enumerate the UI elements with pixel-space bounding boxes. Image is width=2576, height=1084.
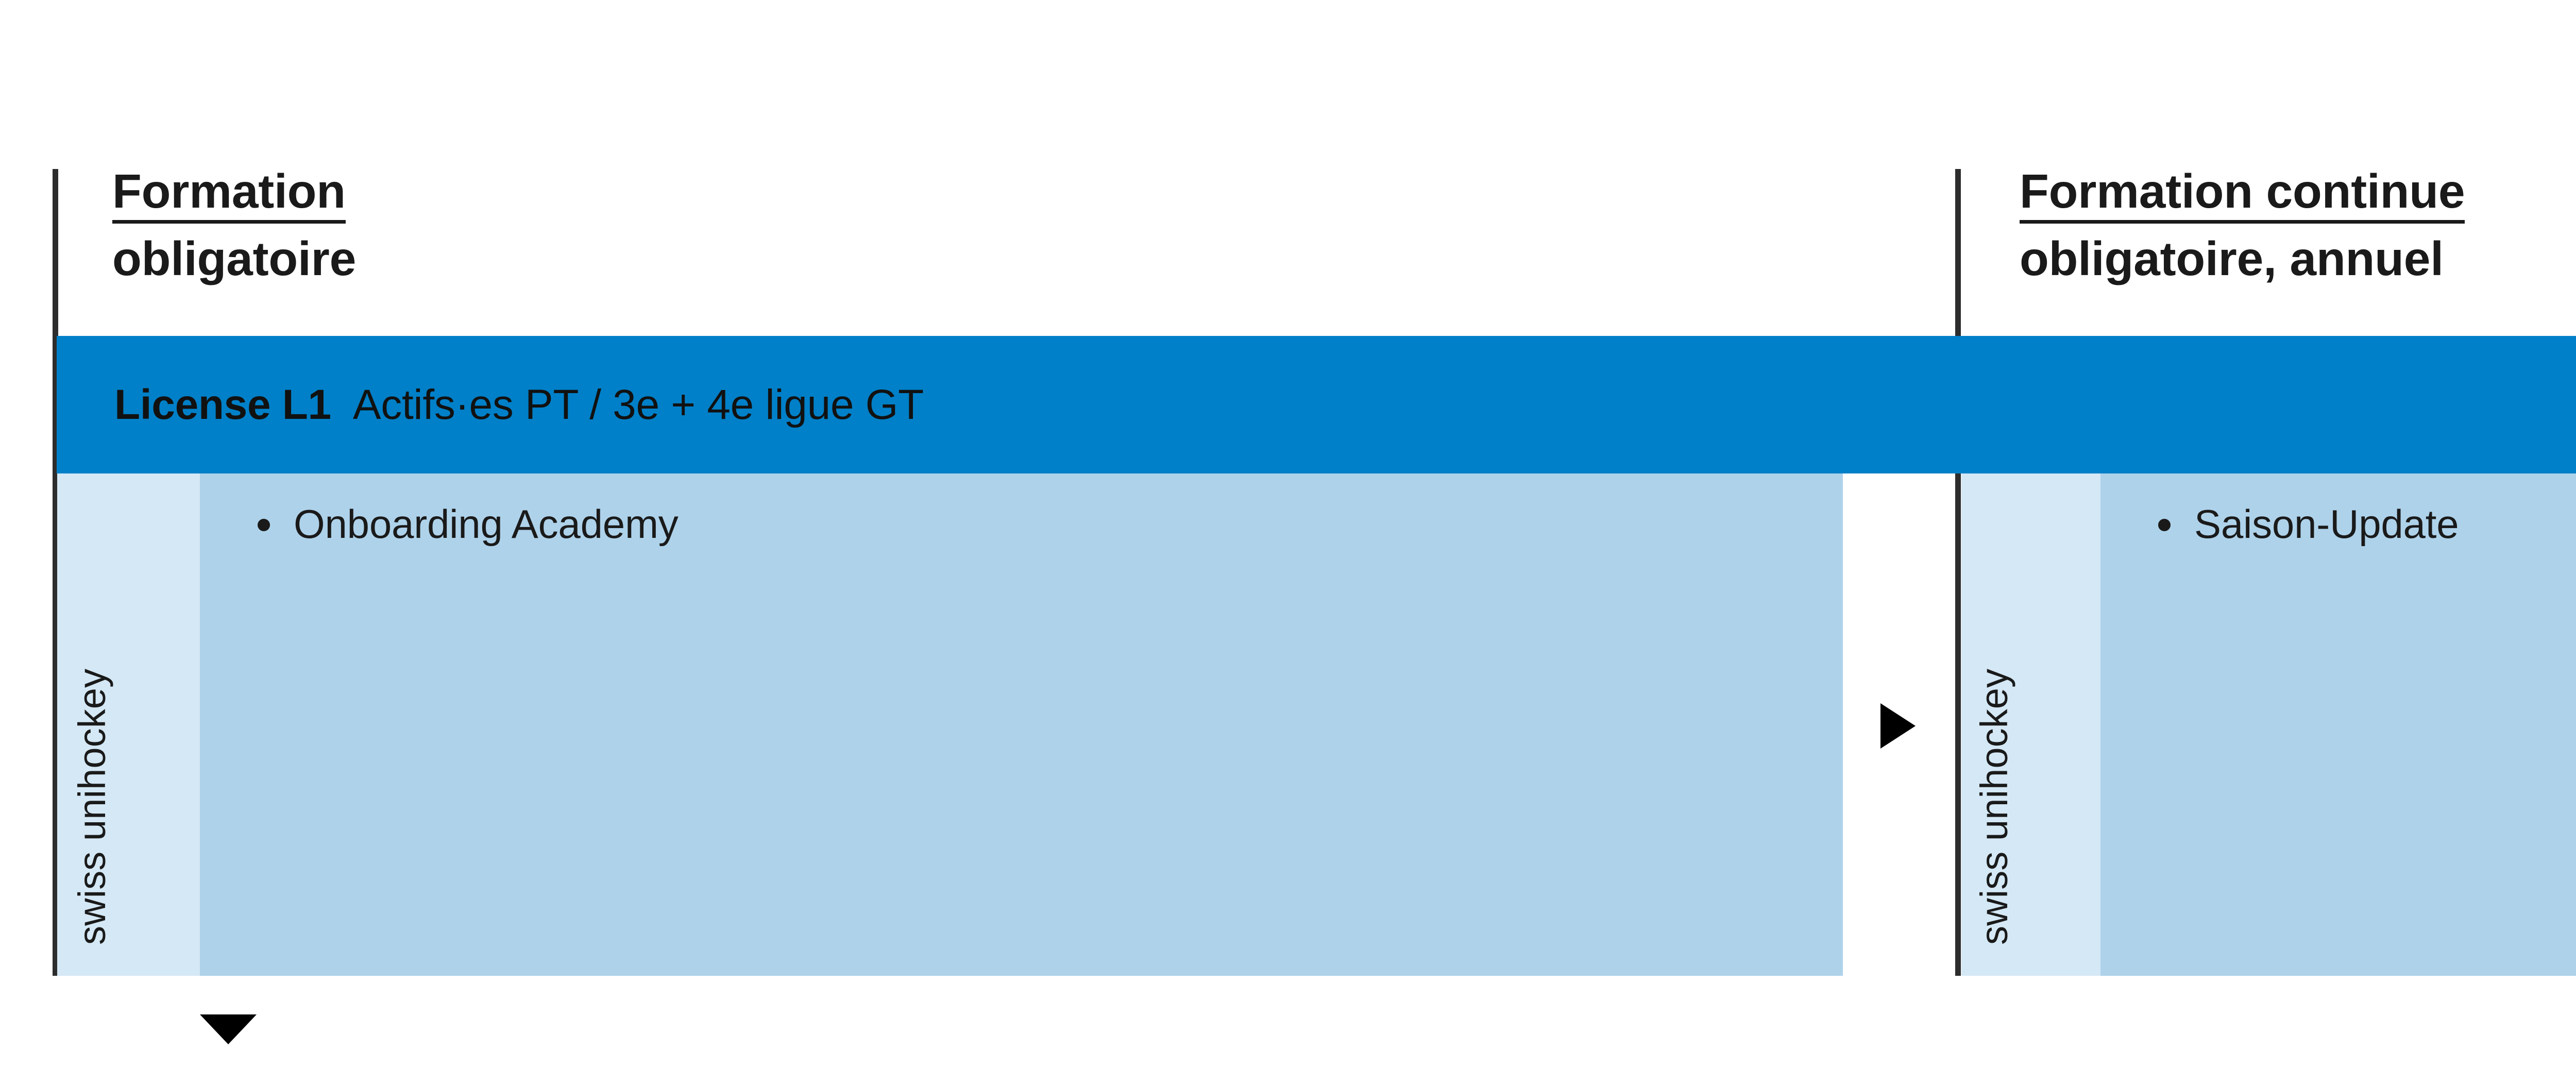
content-panel-left: Onboarding Academy: [200, 473, 1843, 976]
course-label: Saison-Update: [2194, 501, 2459, 547]
panel-formation-continue: swiss unihockey Saison-Update: [1961, 473, 2576, 976]
column-heading-secondary: obligatoire, annuel: [2020, 232, 2444, 286]
arrow-right-icon: [1880, 703, 1916, 749]
bullet-icon: [2158, 519, 2171, 531]
list-item: Onboarding Academy: [258, 500, 1843, 549]
course-list-right: Saison-Update: [2158, 500, 2576, 549]
column-heading-primary: Formation: [112, 164, 346, 224]
license-banner-text: License L1 Actifs·es PT / 3e + 4e ligue G…: [57, 381, 924, 429]
license-banner: License L1 Actifs·es PT / 3e + 4e ligue G…: [57, 336, 2576, 473]
column-heading-secondary: obligatoire: [112, 232, 357, 286]
column-heading-formation-obligatoire: Formation obligatoire: [112, 164, 356, 286]
column-heading-formation-continue: Formation continue obligatoire, annuel: [2020, 164, 2465, 286]
brand-label: swiss unihockey: [70, 668, 113, 945]
license-code: License L1: [114, 381, 331, 428]
brand-label: swiss unihockey: [1973, 668, 2015, 945]
content-panel-right: Saison-Update: [2100, 473, 2576, 976]
column-heading-primary: Formation continue: [2020, 164, 2465, 224]
column-rule-left: [53, 169, 58, 976]
brand-strip-left: swiss unihockey: [57, 473, 200, 976]
license-description: Actifs·es PT / 3e + 4e ligue GT: [352, 381, 924, 428]
arrow-down-icon: [200, 1014, 257, 1044]
list-item: Saison-Update: [2158, 500, 2576, 549]
panel-formation-obligatoire: swiss unihockey Onboarding Academy: [57, 473, 1843, 976]
brand-strip-right: swiss unihockey: [1961, 473, 2100, 976]
column-rule-right: [1955, 169, 1961, 976]
course-list-left: Onboarding Academy: [258, 500, 1843, 549]
course-label: Onboarding Academy: [294, 501, 679, 547]
bullet-icon: [258, 519, 270, 531]
